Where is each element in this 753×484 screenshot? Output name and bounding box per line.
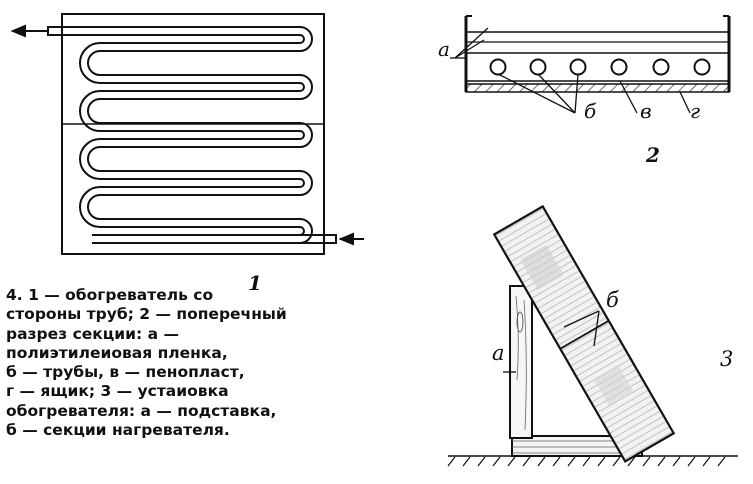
fig1-heater-panel: 1 <box>10 13 364 295</box>
fig2-label-a: а <box>438 37 450 61</box>
fig1-inlet-arrow <box>338 232 364 246</box>
fig3-label-a: а <box>492 341 505 365</box>
fig2-box-bottom <box>465 83 730 93</box>
fig3-number: 3 <box>720 347 733 371</box>
caption-line: г — ящик; 3 — устаиовка <box>6 382 229 401</box>
caption-line: б — секции нагревателя. <box>6 421 230 440</box>
fig3-label-b: б <box>606 288 619 312</box>
fig3-leaders <box>503 310 600 373</box>
caption-line: 4. 1 — обогреватель со <box>6 286 214 304</box>
fig2-label-v: в <box>640 99 652 123</box>
fig3-heater-sections <box>492 204 676 463</box>
fig2-pipes <box>489 58 711 76</box>
fig1-outlet-arrow <box>10 24 48 38</box>
fig3-stand <box>509 285 533 439</box>
caption-line: полиэтилеиовая пленка, <box>6 343 228 362</box>
fig2-label-b: б <box>584 99 597 123</box>
caption-line: б — трубы, в — пенопласт, <box>6 363 245 382</box>
fig2-leaders <box>450 27 691 114</box>
fig3-installation: а б 3 <box>447 204 738 467</box>
caption-line: обогревателя: а — подставка, <box>6 401 277 420</box>
caption-line: разрез секции: а — <box>6 324 179 343</box>
fig2-label-g: г <box>690 99 700 123</box>
figure-caption: 4. 1 — обогреватель со стороны труб; 2 —… <box>6 286 406 440</box>
fig1-serpentine-pipe <box>47 26 337 244</box>
fig2-cross-section: а б в г 2 <box>438 15 731 167</box>
fig3-ground-hatching <box>447 456 726 467</box>
caption-line: стороны труб; 2 — поперечный <box>6 305 287 324</box>
fig2-number: 2 <box>645 143 660 167</box>
fig1-number: 1 <box>248 271 262 295</box>
